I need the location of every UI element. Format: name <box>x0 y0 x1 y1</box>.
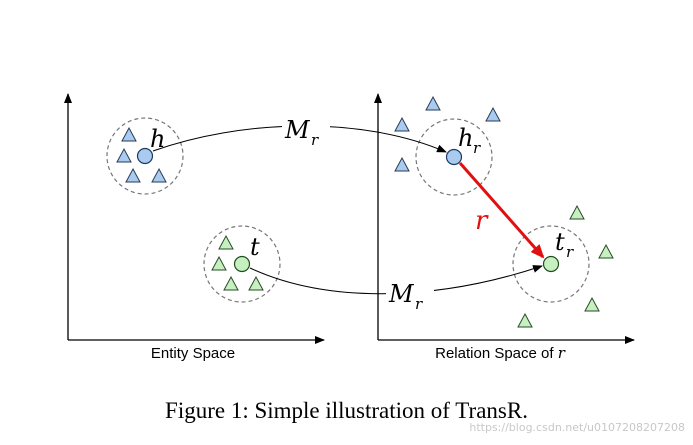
figure-caption: Figure 1: Simple illustration of TransR. <box>165 398 528 423</box>
projection-label-bottom: M r <box>386 278 434 313</box>
projected-tail-label: t r <box>555 228 574 261</box>
head-entity-point <box>136 147 154 165</box>
svg-text:t: t <box>555 228 565 256</box>
head-label: h <box>150 125 165 153</box>
green-triangles-left <box>211 234 264 291</box>
relation-space-label-prefix: Relation Space of <box>435 345 558 362</box>
projected-head-circle <box>415 118 493 196</box>
tail-entity-point <box>233 255 251 273</box>
projected-tail-point <box>542 255 560 273</box>
blue-triangles-left <box>116 126 167 183</box>
head-cluster-circle <box>106 117 184 195</box>
projected-head-point <box>445 148 463 166</box>
relation-space-axes <box>374 93 635 344</box>
projected-tail-circle <box>512 225 590 303</box>
entity-space-axes <box>64 93 325 344</box>
projection-label-top: M r <box>282 112 330 149</box>
svg-text:h: h <box>458 124 473 152</box>
svg-text:r: r <box>566 243 574 261</box>
green-triangles-right <box>517 204 614 328</box>
svg-text:r: r <box>473 139 481 157</box>
relation-space-label: Relation Space of r <box>435 344 566 362</box>
watermark: https://blog.csdn.net/u010720820​7208 <box>469 421 685 434</box>
relation-label: r <box>475 206 489 236</box>
blue-triangles-right <box>394 95 501 172</box>
svg-text:r: r <box>311 131 319 149</box>
relation-space-label-var: r <box>558 344 566 362</box>
tail-label: t <box>250 233 260 261</box>
svg-text:M: M <box>284 116 311 144</box>
svg-text:M: M <box>388 280 415 308</box>
entity-space-label: Entity Space <box>151 345 235 362</box>
tail-cluster-circle <box>203 225 281 303</box>
projected-head-label: h r <box>458 124 481 157</box>
svg-text:r: r <box>415 295 423 313</box>
relation-arrow <box>458 162 545 259</box>
